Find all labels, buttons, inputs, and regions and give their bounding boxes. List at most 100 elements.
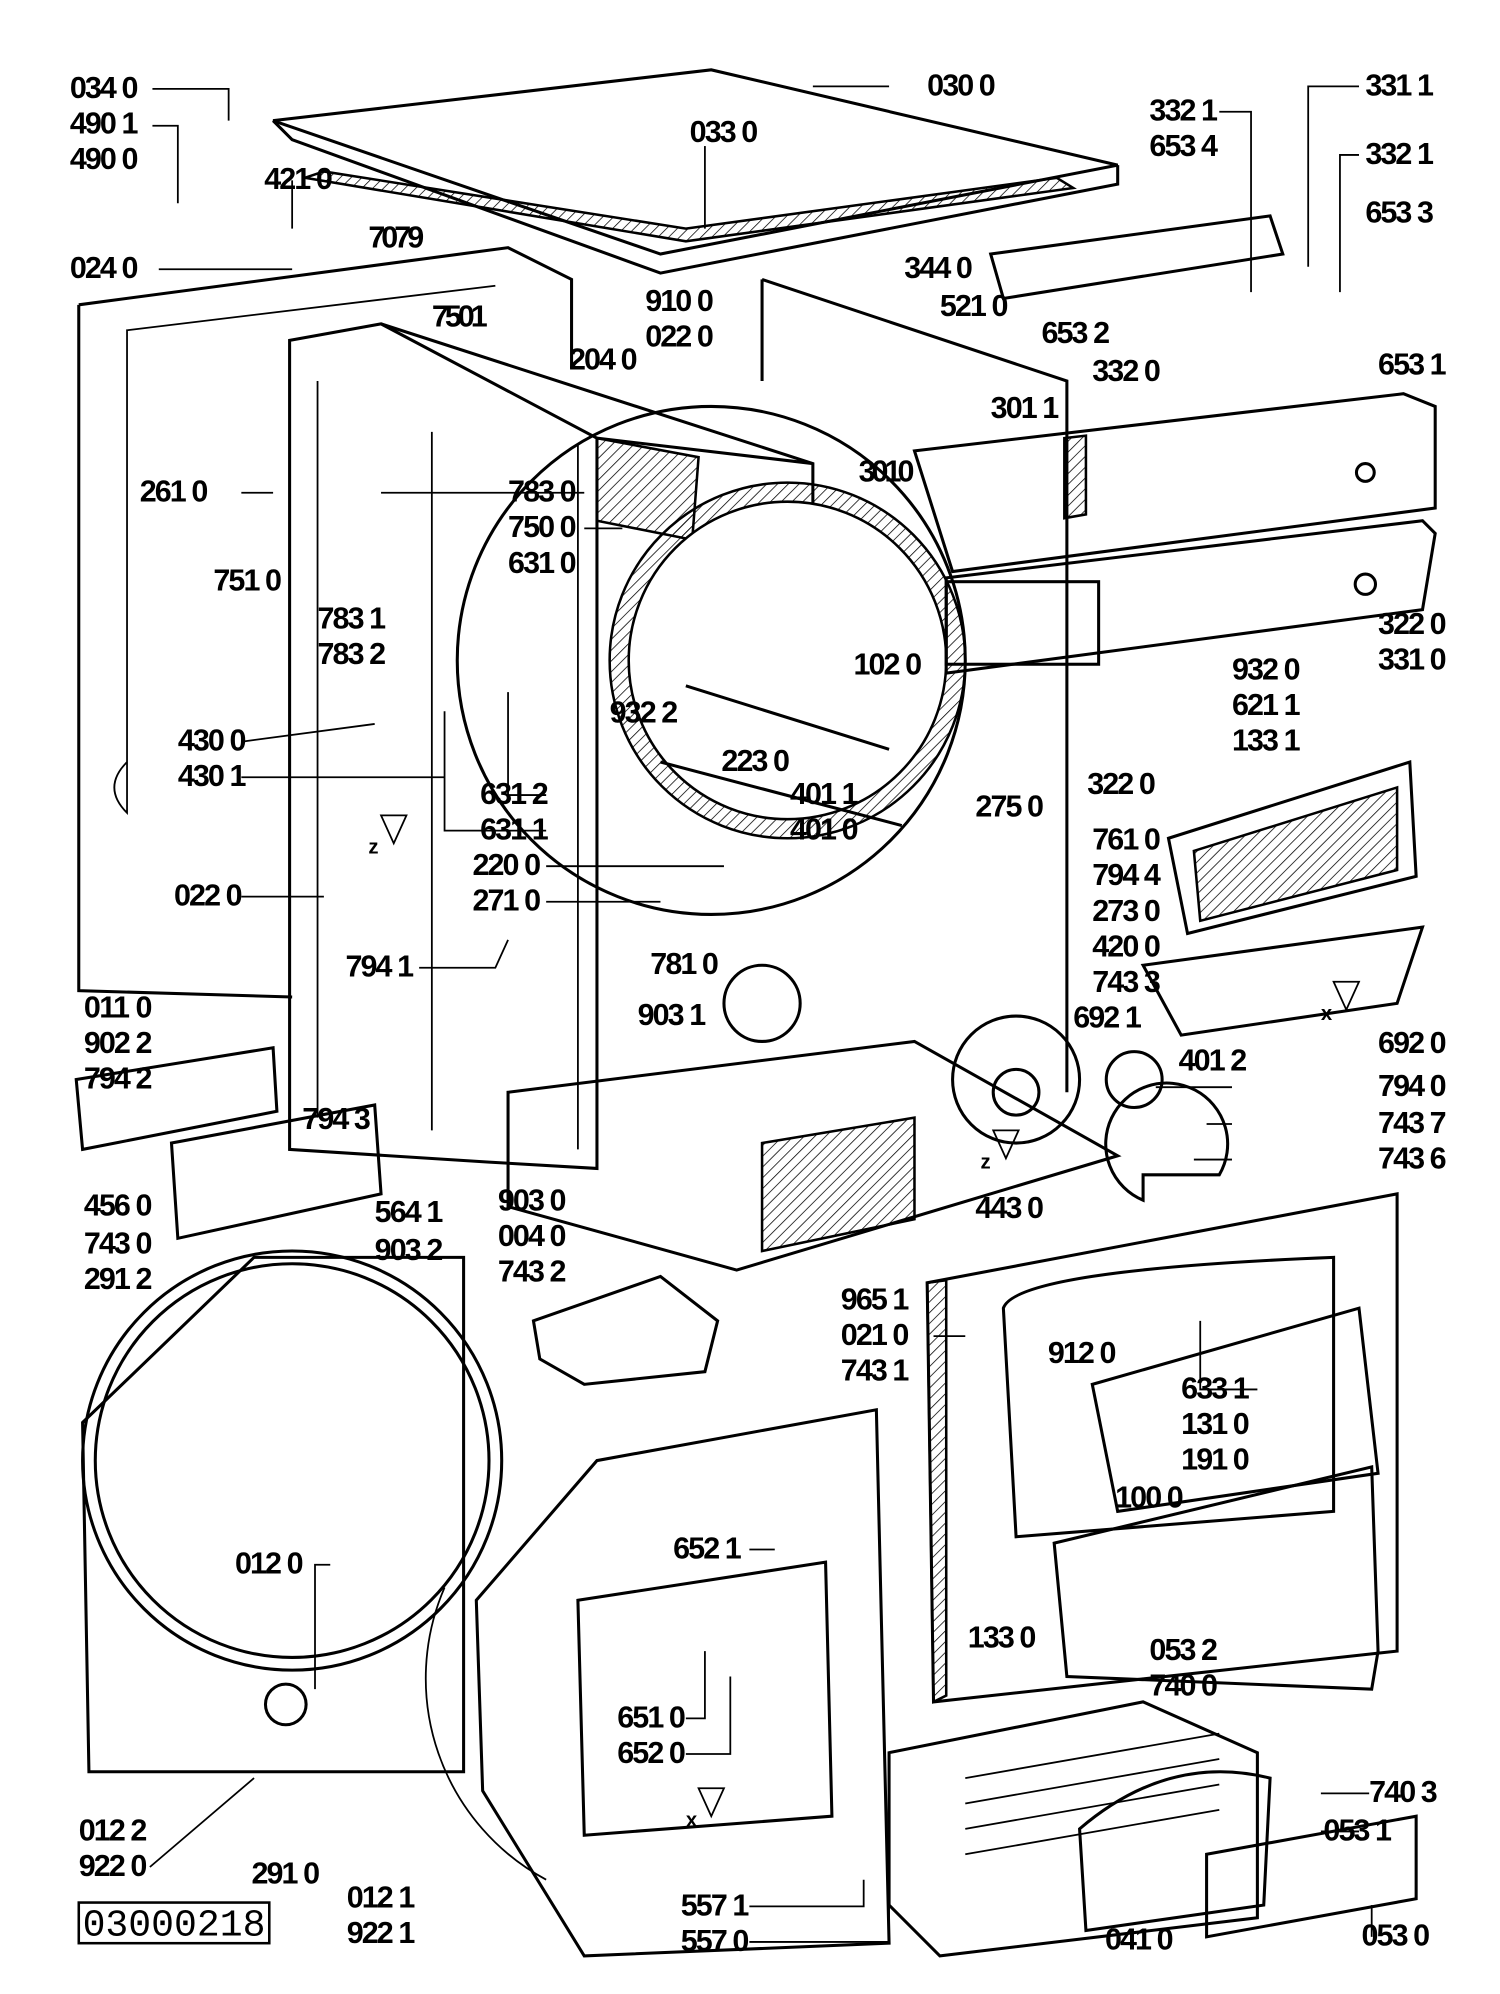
part-label: 332 1	[1149, 94, 1218, 128]
axis-marker-label: z	[368, 836, 378, 858]
part-label: 621 1	[1232, 688, 1301, 722]
part-label: 344 0	[904, 251, 973, 285]
part-label: 903 0	[498, 1183, 567, 1217]
part-label: 932 0	[1232, 652, 1301, 686]
part-label: 932 2	[610, 696, 679, 730]
part-label: 794 4	[1092, 858, 1161, 892]
part-label: 653 2	[1041, 316, 1110, 350]
part-label: 331 0	[1378, 642, 1447, 676]
door	[1052, 1465, 1380, 1691]
lint-filter	[1166, 759, 1418, 936]
part-label: 902 2	[84, 1026, 153, 1060]
axis-marker-label: x	[686, 1809, 698, 1831]
part-label: 301 1	[991, 391, 1060, 425]
part-label: 322 0	[1087, 767, 1156, 801]
part-label: 740 3	[1369, 1775, 1438, 1809]
cabinet-side	[288, 322, 815, 1171]
part-label: 332 0	[1092, 354, 1161, 388]
part-label: 131 0	[1181, 1407, 1250, 1441]
front-bulkhead	[424, 1407, 891, 1958]
part-label: 631 2	[480, 777, 549, 811]
diagram-id-box	[77, 1901, 271, 1945]
part-label: 421 0	[264, 162, 333, 196]
part-label: 291 2	[84, 1262, 153, 1296]
control-panel	[912, 392, 1437, 675]
part-label: 743 2	[498, 1254, 567, 1288]
part-label: 053 1	[1323, 1813, 1392, 1847]
part-label: 651 0	[617, 1700, 686, 1734]
part-label: 903 1	[638, 998, 707, 1032]
direction-arrow-icon	[991, 1129, 1020, 1161]
part-label: 430 1	[178, 759, 247, 793]
part-label: 102 0	[854, 647, 923, 681]
gasket-ring	[1104, 1050, 1164, 1110]
part-label: 053 2	[1149, 1633, 1218, 1667]
part-label: 781 0	[650, 947, 719, 981]
part-label: 910 0	[645, 284, 714, 318]
part-label: 133 0	[968, 1620, 1037, 1654]
part-label: 783 0	[508, 475, 577, 509]
part-label: 521 0	[940, 289, 1009, 323]
part-label: 751 0	[213, 564, 282, 598]
part-label: 034 0	[70, 71, 139, 105]
part-label: 794 0	[1378, 1069, 1447, 1103]
part-label: 021 0	[841, 1318, 910, 1352]
part-label: 743 0	[84, 1227, 153, 1261]
part-label: 743 7	[1378, 1106, 1447, 1140]
rear-panel-edge	[113, 284, 496, 815]
part-label: 291 0	[251, 1857, 320, 1891]
part-label: 965 1	[841, 1282, 910, 1316]
part-label: 794 1	[345, 950, 414, 984]
part-label: 7501	[432, 299, 488, 333]
rear-bearing-panel	[81, 1249, 504, 1774]
leader-lines	[149, 85, 1373, 1943]
part-label: 133 1	[1232, 724, 1301, 758]
part-label: 401 0	[790, 813, 859, 847]
part-label: 100 0	[1115, 1481, 1184, 1515]
part-label: 692 1	[1073, 1000, 1142, 1034]
heater-seal	[74, 1046, 279, 1152]
part-label: 022 0	[645, 320, 714, 354]
part-label: 740 0	[1149, 1669, 1218, 1703]
part-label: 033 0	[690, 115, 759, 149]
part-label: 912 0	[1048, 1336, 1117, 1370]
part-label: 490 0	[70, 142, 139, 176]
part-label: 490 1	[70, 106, 139, 140]
part-label: 012 2	[79, 1813, 148, 1847]
part-label: 430 0	[178, 724, 247, 758]
part-label: 557 0	[681, 1924, 750, 1958]
direction-arrow-icon	[697, 1787, 726, 1819]
drum	[455, 404, 967, 916]
part-label: 204 0	[569, 343, 638, 377]
part-label: 011 0	[84, 990, 153, 1024]
part-label: 443 0	[975, 1191, 1044, 1225]
top-lid	[272, 68, 1120, 275]
part-label: 633 1	[1181, 1371, 1250, 1405]
part-label: 653 4	[1149, 129, 1218, 163]
part-label: 631 1	[480, 813, 549, 847]
part-label: 922 0	[79, 1849, 148, 1883]
part-label: 420 0	[1092, 929, 1161, 963]
part-label: 012 1	[347, 1881, 416, 1915]
rear-panel	[77, 246, 574, 999]
part-label: 022 0	[174, 879, 243, 913]
part-label: 053 0	[1362, 1919, 1431, 1953]
part-label: 653 3	[1365, 195, 1434, 229]
part-label: 794 3	[302, 1102, 371, 1136]
part-label: 783 1	[318, 602, 387, 636]
part-label: 653 1	[1378, 348, 1447, 382]
part-label: 743 1	[841, 1354, 910, 1388]
part-label: 012 0	[235, 1547, 304, 1581]
part-label: 004 0	[498, 1219, 567, 1253]
part-label: 275 0	[975, 790, 1044, 824]
part-label: 3010	[859, 454, 915, 488]
part-label: 652 1	[673, 1531, 742, 1565]
axis-marker-label: x	[1321, 1003, 1333, 1025]
fan-cover	[1104, 1081, 1230, 1203]
part-label: 7079	[368, 221, 424, 255]
part-label: 743 6	[1378, 1141, 1447, 1175]
part-label: 631 0	[508, 546, 577, 580]
